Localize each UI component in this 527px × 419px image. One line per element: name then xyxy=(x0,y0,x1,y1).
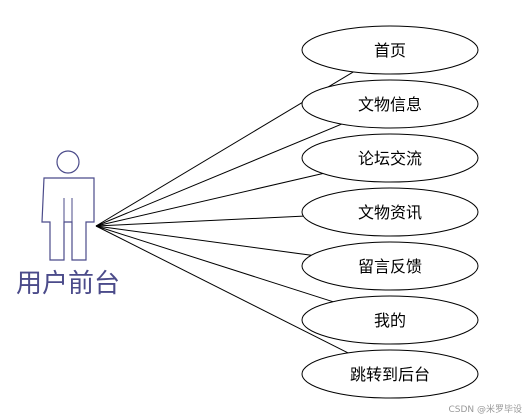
use-case-node: 首页 xyxy=(301,25,479,75)
person-icon xyxy=(41,150,95,261)
association-line xyxy=(95,225,349,354)
use-case-node: 论坛交流 xyxy=(301,133,479,183)
use-case-label: 首页 xyxy=(374,41,406,60)
association-line xyxy=(95,225,312,256)
association-line xyxy=(95,173,324,227)
use-case-label: 我的 xyxy=(374,311,406,330)
use-case-ellipse xyxy=(301,241,479,291)
use-case-ellipse xyxy=(301,133,479,183)
use-case-ellipse xyxy=(301,295,479,345)
use-case-node: 我的 xyxy=(301,295,479,345)
association-line xyxy=(95,225,334,303)
use-case-label: 文物信息 xyxy=(358,95,422,114)
use-case-label: 论坛交流 xyxy=(358,149,422,168)
use-case-node: 跳转到后台 xyxy=(301,349,479,399)
association-line xyxy=(95,123,342,227)
use-case-ellipse xyxy=(301,187,479,237)
association-line xyxy=(95,215,304,227)
use-case-node: 文物信息 xyxy=(301,79,479,129)
use-case-ellipse xyxy=(301,79,479,129)
use-case-label: 文物资讯 xyxy=(358,203,422,222)
use-case-node: 留言反馈 xyxy=(301,241,479,291)
use-case-node: 文物资讯 xyxy=(301,187,479,237)
watermark-text: CSDN @米罗毕设 xyxy=(448,403,522,415)
use-case-ellipse xyxy=(301,25,479,75)
actor-label: 用户前台 xyxy=(16,269,120,299)
use-case-label: 跳转到后台 xyxy=(350,365,430,384)
use-case-ellipse xyxy=(301,349,479,399)
use-case-label: 留言反馈 xyxy=(358,257,422,276)
